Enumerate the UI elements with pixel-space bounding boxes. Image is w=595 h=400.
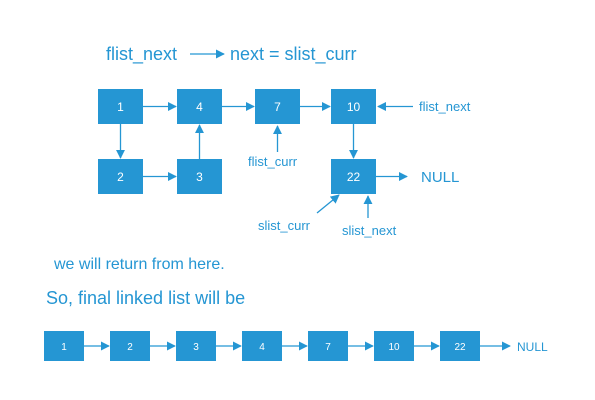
node-10-label: 10 (347, 100, 361, 114)
final-node-7: 7 (308, 331, 348, 361)
final-node-1: 1 (44, 331, 84, 361)
return-note: we will return from here. (53, 256, 225, 273)
node-2: 2 (98, 159, 143, 194)
final-node-22: 22 (440, 331, 480, 361)
final-node-3-label: 3 (193, 342, 199, 353)
header-flist-next-label: flist_next (106, 44, 177, 65)
node-10: 10 (331, 89, 376, 124)
node-3: 3 (177, 159, 222, 194)
final-node-4: 4 (242, 331, 282, 361)
final-null-label: NULL (517, 340, 548, 354)
flist-next-pointer-label: flist_next (419, 99, 471, 114)
final-node-10: 10 (374, 331, 414, 361)
final-node-2-label: 2 (127, 342, 133, 353)
pointer-slist-curr-arrow (316, 194, 340, 214)
node-1: 1 (98, 89, 143, 124)
node-22: 22 (331, 159, 376, 194)
final-node-7-label: 7 (325, 342, 331, 353)
node-7: 7 (255, 89, 300, 124)
node-4-label: 4 (196, 100, 203, 114)
node-3-label: 3 (196, 170, 203, 184)
final-node-22-label: 22 (454, 342, 466, 353)
top-null-label: NULL (421, 169, 459, 186)
node-1-label: 1 (117, 100, 124, 114)
final-node-4-label: 4 (259, 342, 265, 353)
slist-next-pointer-label: slist_next (342, 223, 397, 238)
flist-curr-pointer-label: flist_curr (248, 154, 298, 169)
top-diagram-edges (115, 101, 413, 218)
node-2-label: 2 (117, 170, 124, 184)
node-7-label: 7 (274, 100, 281, 114)
header-assignment-label: next = slist_curr (230, 44, 357, 65)
final-node-10-label: 10 (388, 342, 400, 353)
final-node-2: 2 (110, 331, 150, 361)
final-list-heading: So, final linked list will be (46, 288, 245, 308)
slist-curr-pointer-label: slist_curr (258, 218, 311, 233)
final-node-1-label: 1 (61, 342, 67, 353)
final-node-3: 3 (176, 331, 216, 361)
node-4: 4 (177, 89, 222, 124)
node-22-label: 22 (347, 170, 361, 184)
